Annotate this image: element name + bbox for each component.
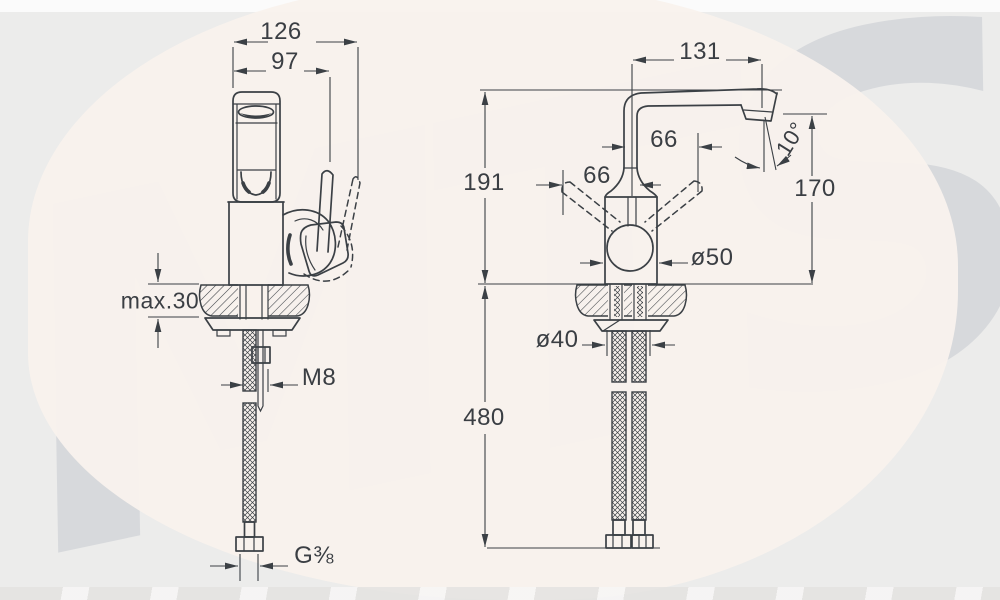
front-supply-hose (235, 329, 271, 552)
hose-nut-right (631, 534, 654, 549)
hose-nut (235, 536, 264, 552)
dim-stud-thread: M8 (301, 364, 337, 391)
dim-hole-diameter: ø40 (535, 326, 579, 353)
dim-spout-offset: 97 (271, 48, 299, 75)
dim-counter-thickness: max.30 (120, 287, 200, 314)
dim-handle-swing-left: 66 (583, 162, 611, 189)
hose-nut-left (605, 534, 632, 549)
spout-outlet (740, 92, 778, 122)
dim-total-height: 191 (463, 169, 505, 196)
dim-total-width: 126 (260, 18, 302, 45)
body-circle (606, 224, 654, 272)
front-dimensions (148, 38, 359, 581)
front-view (148, 38, 361, 581)
background-blob (28, 0, 958, 600)
handle-swing-positions (561, 180, 703, 232)
dim-spout-height: 170 (794, 175, 836, 202)
front-counter-section (198, 283, 311, 337)
handle-lever (316, 169, 334, 253)
handle-lever-alt (303, 176, 361, 282)
front-faucet-body (227, 91, 361, 286)
mounting-flange (204, 317, 301, 331)
side-view (478, 56, 827, 549)
side-supply-hoses (605, 330, 654, 549)
dim-spout-reach: 131 (679, 38, 721, 65)
handle-knob (299, 221, 349, 277)
dim-handle-swing-right: 66 (650, 126, 678, 153)
side-faucet-body (561, 88, 778, 285)
dim-hose-length: 480 (463, 404, 505, 431)
dim-body-diameter: ø50 (690, 244, 734, 271)
flange-nut (593, 319, 669, 332)
fixing-stud (257, 329, 264, 413)
side-counter-section (574, 283, 688, 332)
background-bottom-edge (0, 587, 1000, 600)
dim-hose-thread: G⅜ (294, 542, 334, 569)
